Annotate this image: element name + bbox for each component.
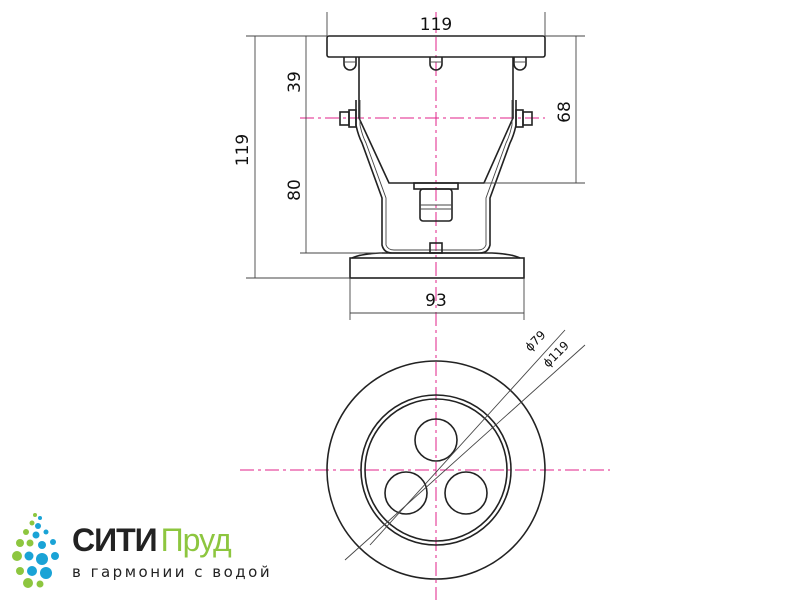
dim-overall-height: 119 bbox=[233, 134, 253, 166]
dimensions: 119 93 119 39 80 68 bbox=[233, 12, 585, 320]
base-plate bbox=[349, 257, 525, 279]
logo-tagline: в гармонии с водой bbox=[72, 563, 273, 581]
logo-brand-dark: СИТИ bbox=[72, 522, 158, 558]
dim-body-height: 68 bbox=[555, 101, 575, 123]
dim-top-width: 119 bbox=[420, 15, 452, 35]
dim-upper-height: 39 bbox=[285, 71, 305, 93]
led-3 bbox=[444, 471, 488, 515]
logo-drop-icon bbox=[12, 513, 59, 588]
outer-flange bbox=[326, 360, 546, 580]
lens-ring bbox=[364, 398, 508, 542]
logo-brand-green: Пруд bbox=[160, 522, 232, 558]
side-view bbox=[326, 35, 546, 279]
led-1 bbox=[414, 418, 458, 462]
bottom-view: ϕ79 ϕ119 bbox=[326, 328, 586, 580]
dim-lower-height: 80 bbox=[285, 179, 305, 201]
dim-diameter-outer: ϕ119 bbox=[540, 338, 572, 370]
dim-base-width: 93 bbox=[425, 291, 447, 311]
led-2 bbox=[384, 471, 428, 515]
top-bolts bbox=[343, 57, 527, 71]
dim-diameter-inner: ϕ79 bbox=[522, 328, 548, 354]
